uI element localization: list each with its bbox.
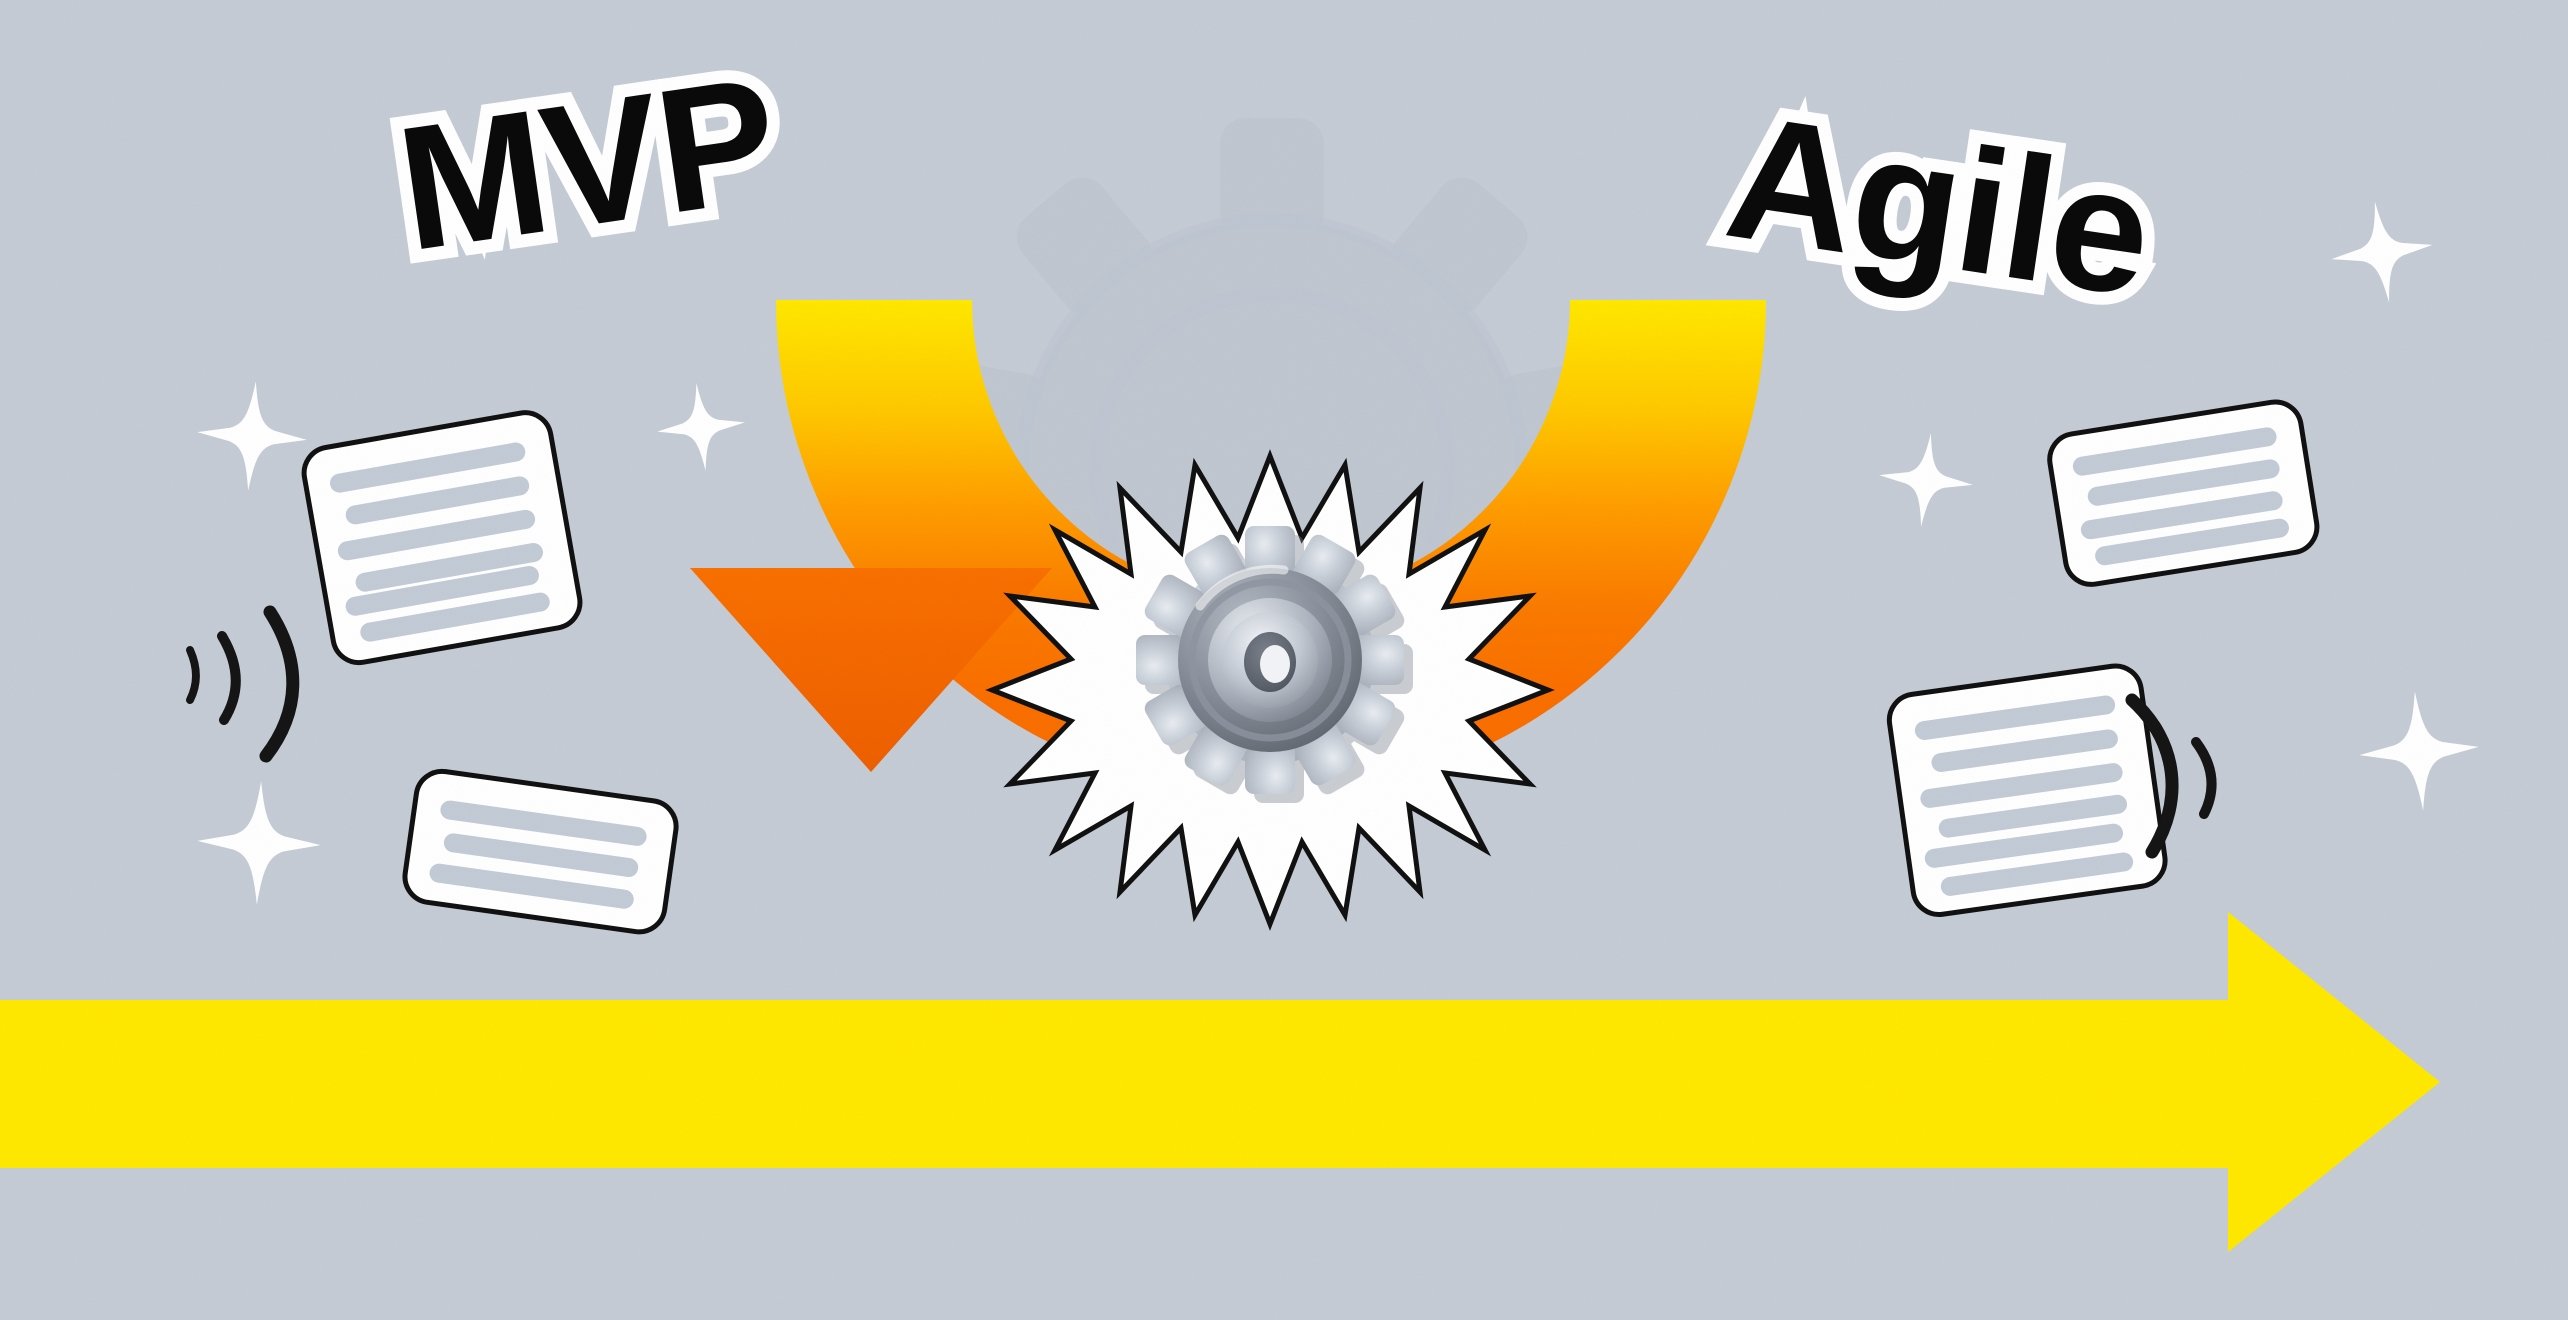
sparkle-icon bbox=[195, 779, 323, 907]
label-mvp: MVP bbox=[374, 28, 800, 302]
sparkle-icon bbox=[193, 377, 311, 495]
sparkle-icon bbox=[652, 378, 750, 476]
sparkle-icon bbox=[2355, 687, 2483, 815]
sparkle-icon bbox=[2324, 194, 2440, 310]
sparkle-icon bbox=[1874, 428, 1978, 532]
